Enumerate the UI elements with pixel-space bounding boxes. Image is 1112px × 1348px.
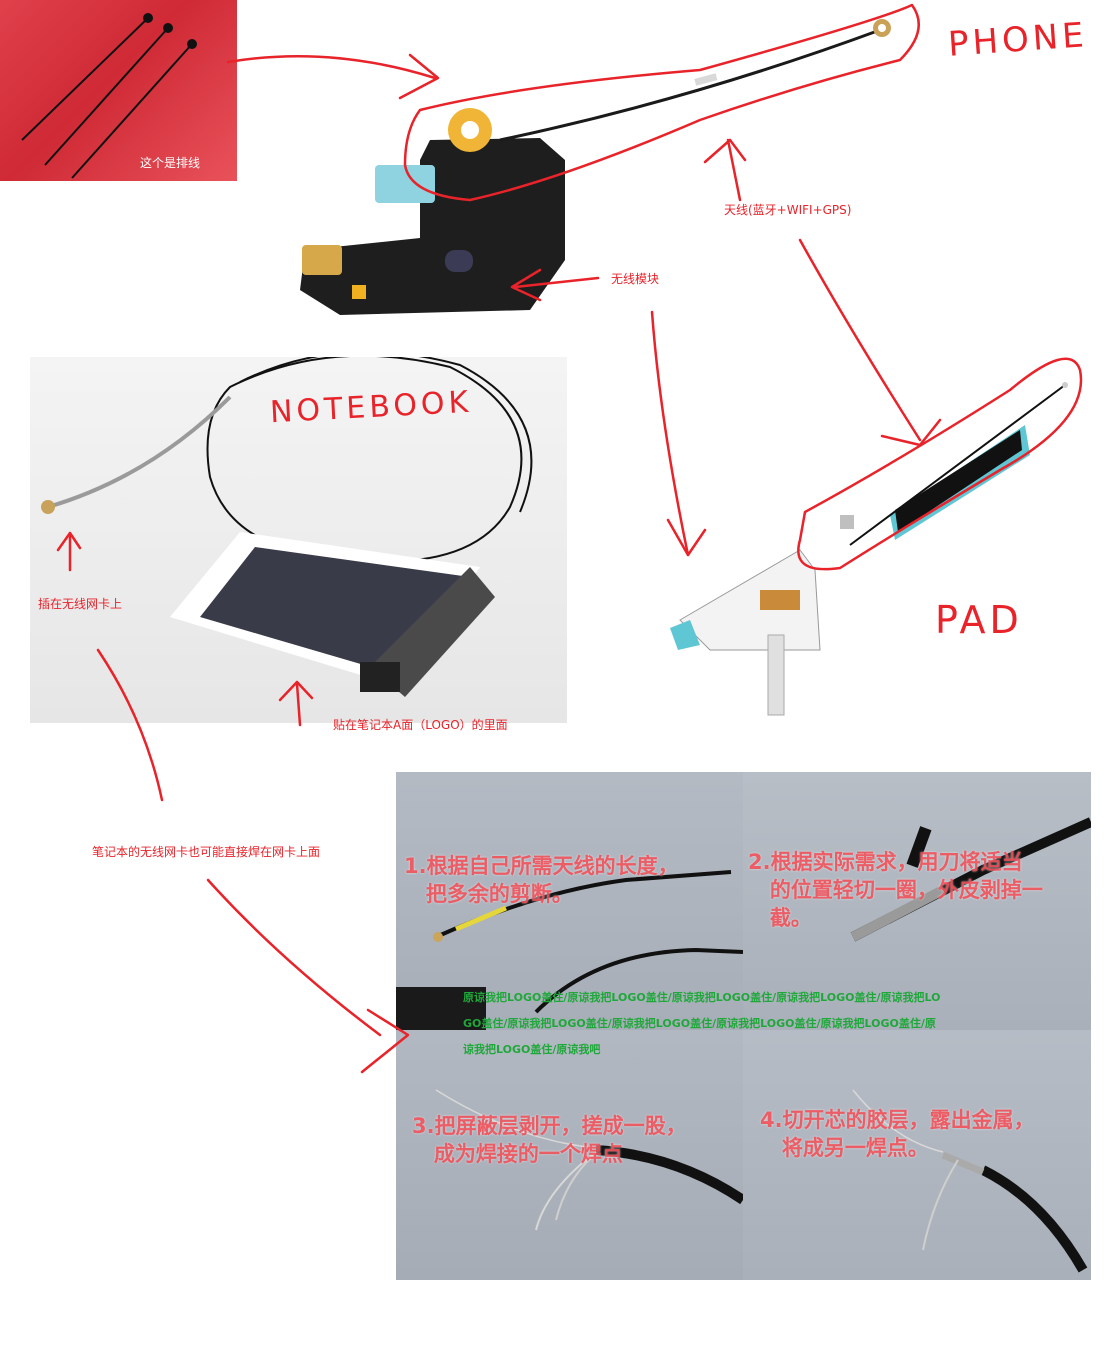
step4-drawing xyxy=(852,1089,1088,1273)
step-1-text: 1.根据自己所需天线的长度， 把多余的剪断。 xyxy=(404,854,679,906)
step1-drawing xyxy=(396,870,743,1030)
step-2-text: 2.根据实际需求，用刀将适当 的位置轻切一圈，外皮剥掉一 截。 xyxy=(748,850,1043,930)
step3-drawing xyxy=(435,1089,743,1231)
antenna-types-caption: 天线(蓝牙+WIFI+GPS) xyxy=(724,203,852,217)
step-photo-3 xyxy=(396,1030,743,1280)
ribbon-cable-photo: 这个是排线 xyxy=(0,0,237,181)
step-photo-1 xyxy=(396,772,743,1030)
pad-antenna-photo xyxy=(650,350,1110,730)
step-photo-4 xyxy=(743,1030,1091,1280)
ribbon-cable-caption: 这个是排线 xyxy=(140,156,201,170)
phone-antenna-drawing xyxy=(300,19,891,315)
notebook-antenna-drawing xyxy=(41,357,533,697)
phone-label: PHONE xyxy=(946,15,1089,65)
stick-inside-caption: 贴在笔记本A面（LOGO）的里面 xyxy=(333,718,508,732)
pad-antenna-drawing xyxy=(670,382,1068,716)
watermark-text: 原谅我把LOGO盖住/原谅我把LOGO盖住/原谅我把LOGO盖住/原谅我把LOG… xyxy=(463,991,941,1056)
cables-drawing xyxy=(21,13,197,179)
step-3-text: 3.把屏蔽层剥开，搓成一股， 成为焊接的一个焊点 xyxy=(412,1114,687,1166)
notebook-note-caption: 笔记本的无线网卡也可能直接焊在网卡上面 xyxy=(92,845,321,859)
phone-antenna-photo xyxy=(270,10,950,350)
step2-drawing xyxy=(850,817,1091,942)
pad-label: PAD xyxy=(935,598,1023,642)
plug-in-card-caption: 插在无线网卡上 xyxy=(38,597,123,611)
step-4-text: 4.切开芯的胶层，露出金属， 将成另一焊点。 xyxy=(760,1108,1035,1160)
step-photo-2 xyxy=(743,772,1091,1030)
wireless-module-caption: 无线模块 xyxy=(611,272,660,286)
